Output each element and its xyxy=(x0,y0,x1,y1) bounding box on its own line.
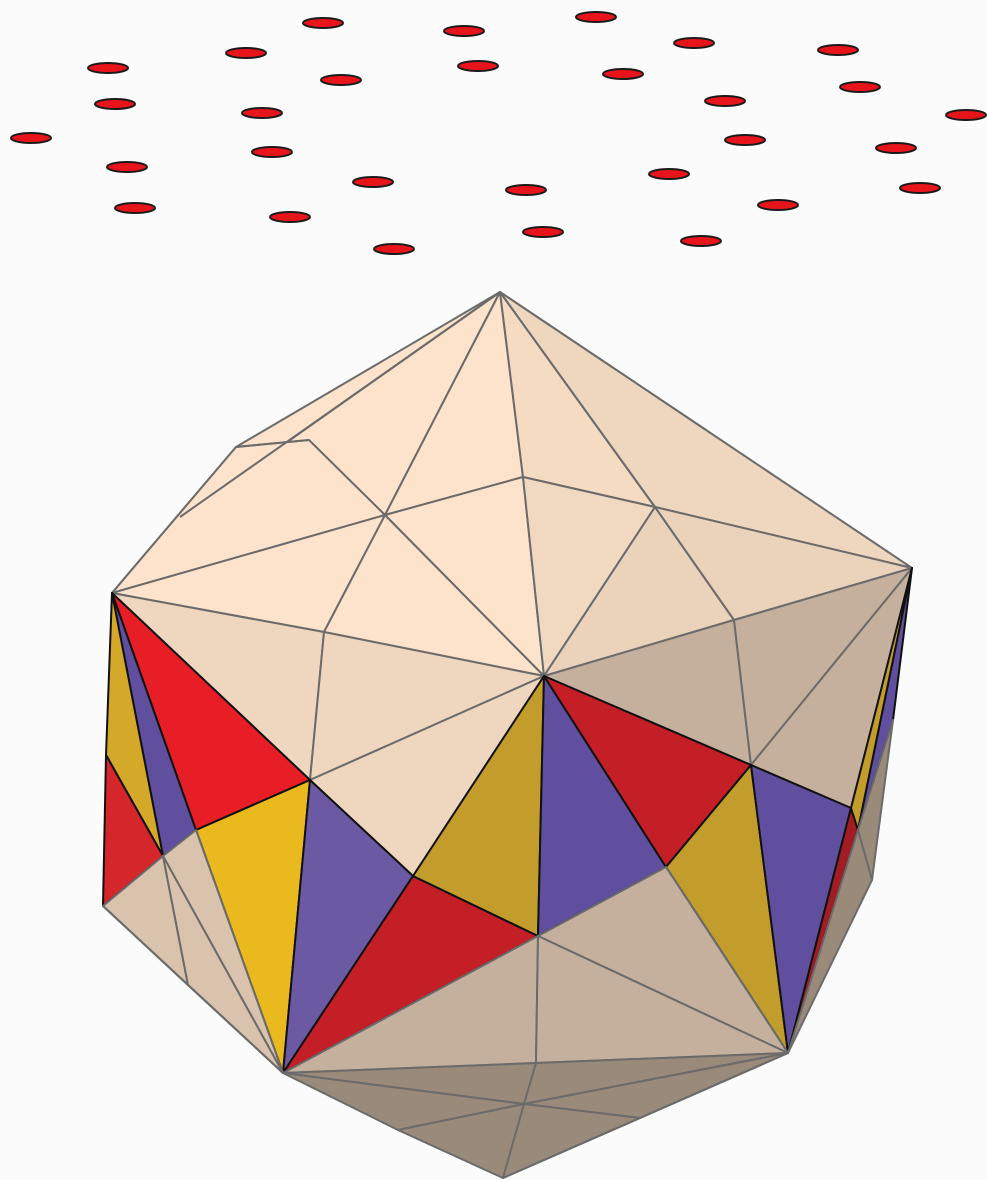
red-dot xyxy=(705,96,745,106)
red-dot xyxy=(303,18,343,28)
red-dot xyxy=(458,61,498,71)
red-dot xyxy=(674,38,714,48)
red-dot xyxy=(321,75,361,85)
red-dot xyxy=(353,177,393,187)
red-dot xyxy=(95,99,135,109)
red-dot xyxy=(603,69,643,79)
red-dot xyxy=(270,212,310,222)
red-dot xyxy=(88,63,128,73)
red-dot xyxy=(725,135,765,145)
red-dot xyxy=(818,45,858,55)
floating-red-dots xyxy=(11,12,986,254)
red-dot xyxy=(444,26,484,36)
red-dot xyxy=(226,48,266,58)
red-dot xyxy=(649,169,689,179)
red-dot xyxy=(242,108,282,118)
face xyxy=(503,1104,640,1178)
red-dot xyxy=(876,143,916,153)
red-dot xyxy=(252,147,292,157)
polyhedron xyxy=(103,292,912,1178)
red-dot xyxy=(840,82,880,92)
red-dot xyxy=(506,185,546,195)
red-dot xyxy=(576,12,616,22)
red-dot xyxy=(523,227,563,237)
red-dot xyxy=(681,236,721,246)
red-dot xyxy=(758,200,798,210)
red-dot xyxy=(946,110,986,120)
red-dot xyxy=(374,244,414,254)
red-dot xyxy=(107,162,147,172)
red-dot xyxy=(900,183,940,193)
red-dot xyxy=(115,203,155,213)
red-dot xyxy=(11,133,51,143)
